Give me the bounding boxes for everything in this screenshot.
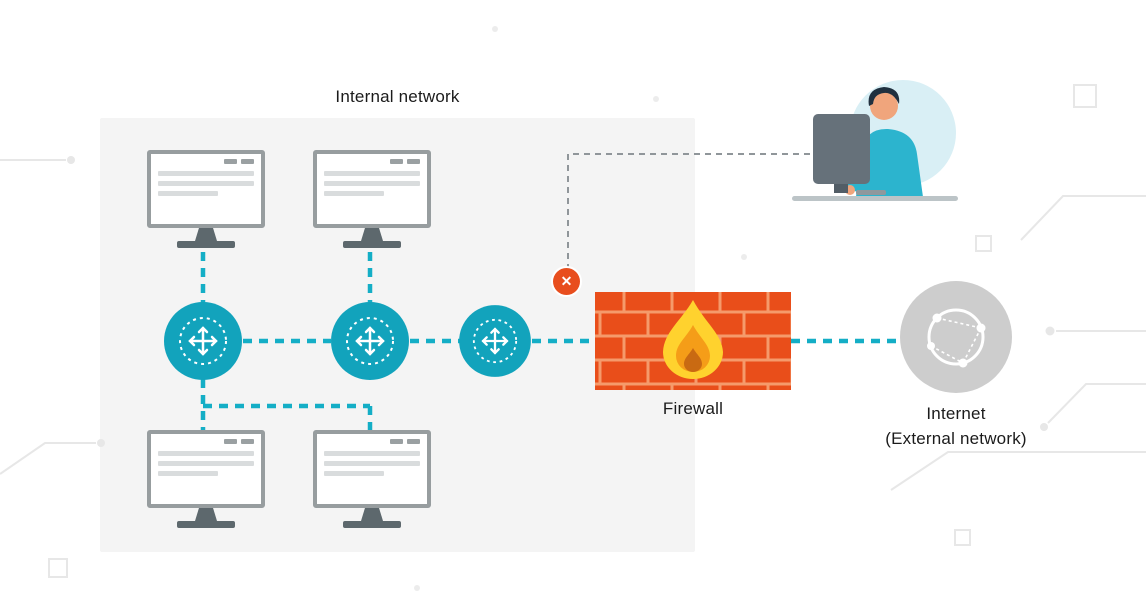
monitor-stand-base [343, 241, 401, 248]
monitor-content-line [324, 171, 420, 176]
monitor-stand-neck [361, 228, 383, 241]
internet-label: Internet (External network) [846, 401, 1066, 451]
monitor-content-line [158, 191, 218, 196]
monitor-stand-base [177, 521, 235, 528]
monitor-screen [313, 430, 431, 508]
decor-dot [1045, 326, 1055, 336]
monitor-chip [407, 439, 420, 444]
person-monitor [813, 114, 870, 184]
monitor-chip [224, 439, 237, 444]
monitor-content-line [158, 171, 254, 176]
internet-label-line2: (External network) [885, 429, 1027, 448]
monitor-content-line [324, 181, 420, 186]
firewall-icon [595, 292, 791, 390]
monitor-content-line [324, 451, 420, 456]
decor-dot [741, 254, 747, 260]
decor-square [975, 235, 992, 252]
person-desk [792, 196, 958, 201]
monitor-content-line [158, 451, 254, 456]
decor-dot [1040, 423, 1048, 431]
monitor-content-line [324, 471, 384, 476]
decor-dot [414, 585, 420, 591]
person-head [870, 92, 898, 120]
monitor-content-line [324, 461, 420, 466]
firewall-label: Firewall [662, 399, 724, 418]
decor-square [954, 529, 971, 546]
monitor-screen [147, 150, 265, 228]
decor-square [1073, 84, 1097, 108]
computer-monitor-3 [147, 430, 265, 528]
network-connection-lines [200, 252, 897, 432]
computer-monitor-4 [313, 430, 431, 528]
blocked-attack-path-line [567, 153, 843, 268]
monitor-content-line [158, 181, 254, 186]
monitor-stand-neck [195, 228, 217, 241]
monitor-screen [313, 150, 431, 228]
router-icon [457, 303, 533, 379]
monitor-stand-base [343, 521, 401, 528]
monitor-content-line [158, 471, 218, 476]
person-hair [868, 87, 900, 106]
flame-core [684, 348, 702, 372]
monitor-content-line [158, 461, 254, 466]
person-keyboard [856, 190, 886, 195]
decor-square [48, 558, 68, 578]
router-icon [162, 300, 244, 382]
router-icon [329, 300, 411, 382]
decor-dot [97, 439, 105, 447]
decor-dot [492, 26, 498, 32]
monitor-chip [241, 439, 254, 444]
person-torso [856, 128, 923, 197]
monitor-stand-base [177, 241, 235, 248]
computer-monitor-2 [313, 150, 431, 248]
internet-globe-icon [900, 281, 1012, 393]
internal-network-label: Internal network [335, 87, 460, 106]
decor-dot [653, 96, 659, 102]
blocked-x-icon: ✕ [553, 268, 580, 295]
monitor-chip [224, 159, 237, 164]
monitor-stand-neck [361, 508, 383, 521]
circuit-decorations [0, 26, 1146, 591]
monitor-chip [241, 159, 254, 164]
monitor-chip [390, 439, 403, 444]
monitor-screen [147, 430, 265, 508]
internet-label-line1: Internet [926, 404, 986, 423]
monitor-chip [407, 159, 420, 164]
person-at-computer [792, 80, 958, 201]
person-monitor-stand [834, 184, 848, 193]
monitor-stand-neck [195, 508, 217, 521]
decor-dot [67, 156, 75, 164]
monitor-chip [390, 159, 403, 164]
monitor-content-line [324, 191, 384, 196]
computer-monitor-1 [147, 150, 265, 248]
